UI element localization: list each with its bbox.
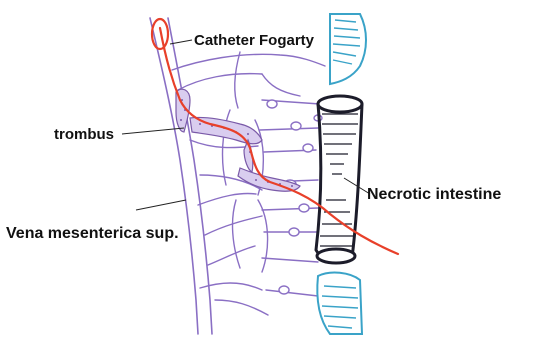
intestine-label: Necrotic intestine: [367, 186, 501, 203]
trombus-label: trombus: [54, 126, 114, 143]
catheter-label: Catheter Fogarty: [194, 32, 315, 49]
vein-label: Vena mesenterica sup.: [6, 225, 179, 242]
intestine-lower-segment: [317, 273, 362, 334]
